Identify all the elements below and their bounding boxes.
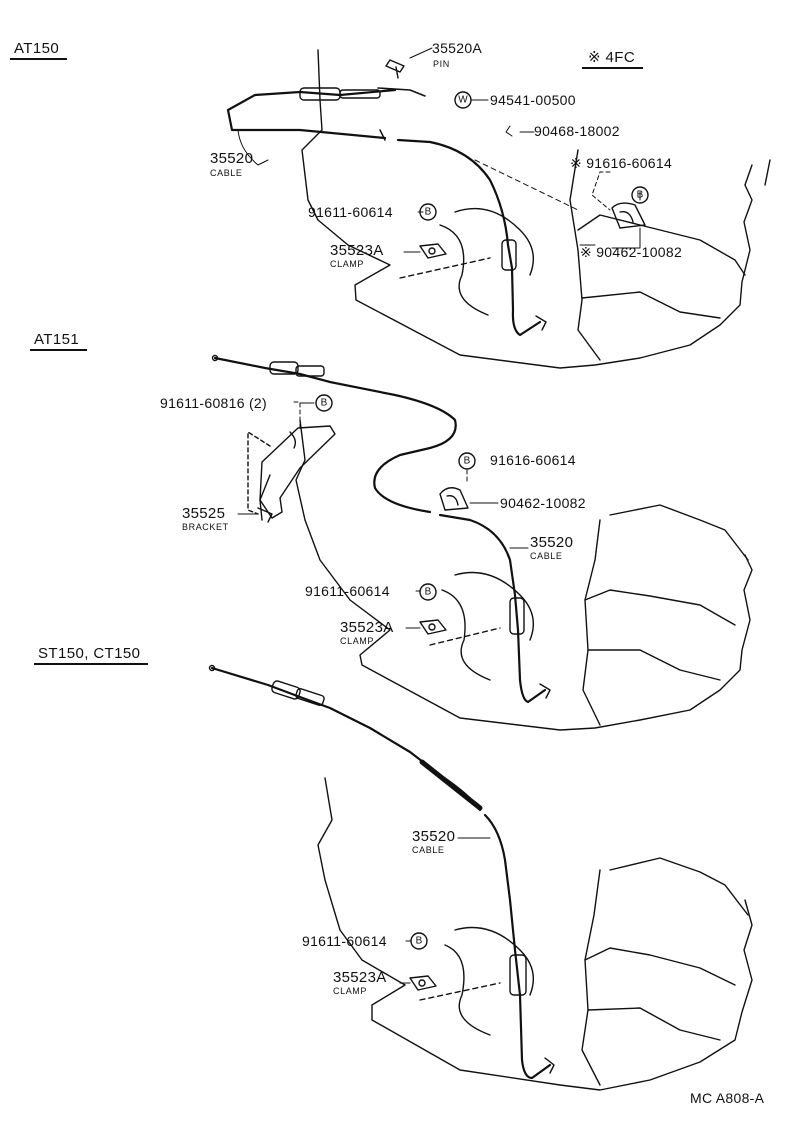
part-label-clamp: 35523A bbox=[340, 619, 394, 636]
w-symbol-letter: W bbox=[458, 95, 468, 106]
transaxle-outline-st150 bbox=[317, 777, 753, 1091]
part-label-bolt-4fc: ※ 91616-60614 bbox=[570, 155, 673, 171]
section-label-at151: AT151 bbox=[30, 331, 88, 351]
b-symbols-st150 bbox=[410, 932, 428, 950]
part-label-cable: 35520 bbox=[412, 828, 456, 845]
part-sub-clamp: CLAMP bbox=[340, 636, 375, 646]
part-sub-cable: CABLE bbox=[210, 168, 243, 178]
part-label-clamp-bolt: 91611-60614 bbox=[305, 583, 390, 599]
clamp2-at151 bbox=[439, 487, 469, 511]
b-symbol-letter: B bbox=[464, 456, 471, 467]
part-label-pin: 35520A bbox=[432, 40, 483, 56]
b-symbols-at150 bbox=[419, 186, 649, 221]
part-sub-clamp: CLAMP bbox=[330, 259, 365, 269]
cable-st150 bbox=[208, 664, 555, 1080]
b-symbol-letter: B bbox=[321, 398, 328, 409]
leader-lines-st150 bbox=[399, 837, 491, 984]
clamp-st150 bbox=[409, 975, 437, 991]
section-label-st150: ST150, CT150 bbox=[34, 645, 149, 665]
part-label-bracket-bolt: 91611-60816 (2) bbox=[160, 395, 267, 411]
clamp-at151 bbox=[419, 619, 447, 635]
b-symbols-at151 bbox=[315, 394, 476, 601]
transaxle-outline-at150 bbox=[301, 49, 771, 369]
b-symbol-letter: B bbox=[425, 207, 432, 218]
leader-lines-at151 bbox=[237, 401, 529, 629]
b-symbol-letter: B bbox=[416, 936, 423, 947]
part-sub-cable: CABLE bbox=[530, 551, 563, 561]
b-symbol-letter: B bbox=[637, 190, 644, 201]
part-label-cable: 35520 bbox=[530, 534, 574, 551]
part-label-cable: 35520 bbox=[210, 150, 254, 167]
part-label-clip: 90468-18002 bbox=[534, 123, 620, 139]
section-label-at150: AT150 bbox=[10, 40, 68, 60]
part-label-washer: 94541-00500 bbox=[490, 92, 576, 108]
part-sub-bracket: BRACKET bbox=[182, 522, 229, 532]
figure-code: MC A808-A bbox=[690, 1090, 765, 1106]
part-label-clamp-bolt: 91611-60614 bbox=[302, 933, 387, 949]
part-label-clamp-4fc: ※ 90462-10082 bbox=[580, 244, 683, 260]
transaxle-outline-at151 bbox=[259, 419, 753, 731]
w-symbol-at150 bbox=[454, 91, 472, 109]
part-sub-cable: CABLE bbox=[412, 845, 445, 855]
pin-at150 bbox=[385, 59, 405, 79]
leader-lines-at150 bbox=[237, 47, 641, 253]
clamp-at150 bbox=[419, 243, 447, 259]
clamp-4fc bbox=[611, 202, 646, 229]
cable-at151 bbox=[211, 354, 551, 704]
bracket-at151 bbox=[247, 425, 336, 523]
part-label-clamp-bolt: 91611-60614 bbox=[308, 204, 393, 220]
note-4fc: ※ 4FC bbox=[582, 48, 644, 69]
part-label-clamp: 35523A bbox=[330, 242, 384, 259]
part-label-clamp: 35523A bbox=[333, 969, 387, 986]
part-label-bolt: 91616-60614 bbox=[490, 452, 576, 468]
part-label-bracket: 35525 bbox=[182, 505, 226, 522]
cable-at150 bbox=[226, 87, 547, 337]
part-label-clamp2: 90462-10082 bbox=[500, 495, 586, 511]
part-sub-pin: PIN bbox=[433, 59, 450, 69]
part-sub-clamp: CLAMP bbox=[333, 986, 368, 996]
b-symbol-letter: B bbox=[425, 587, 432, 598]
